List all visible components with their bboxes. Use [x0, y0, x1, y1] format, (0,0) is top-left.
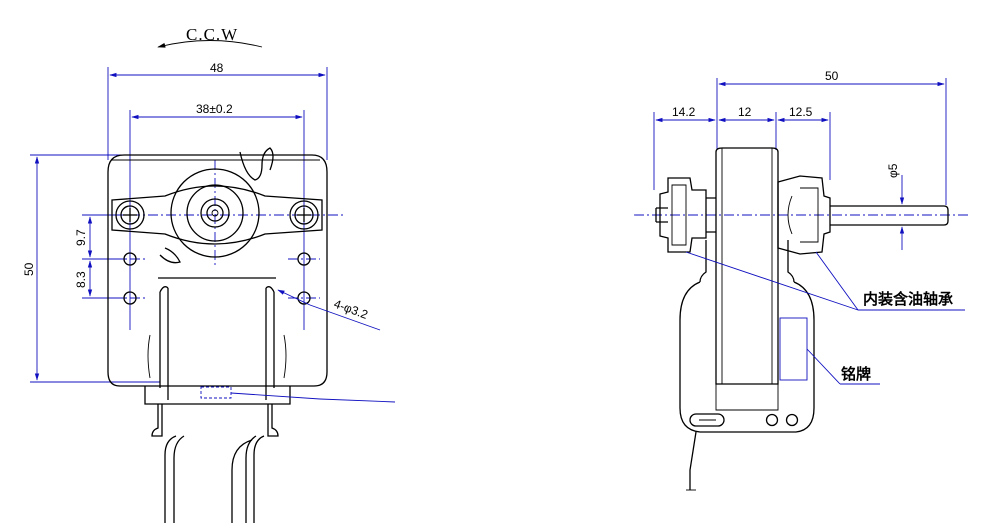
hole-spacing-dim: 38±0.2 [196, 102, 233, 116]
segment-1-dim: 14.2 [672, 105, 696, 119]
mount-hole-2 [297, 252, 311, 266]
width-dim: 48 [210, 61, 224, 75]
nameplate-label: 铭牌 [841, 365, 871, 383]
bearing-label: 内装含油轴承 [863, 290, 953, 308]
overall-length-dim: 50 [825, 69, 839, 83]
nameplate-rect [779, 317, 808, 381]
stator-stack [715, 147, 779, 385]
coil-housing [679, 281, 815, 433]
height-dim: 50 [22, 262, 36, 276]
motor-frame [107, 154, 328, 387]
rotation-label: C.C.W [186, 25, 238, 44]
mount-hole-3 [123, 291, 137, 305]
front-view: C.C.W 48 38±0.2 50 9.7 8.3 [22, 25, 396, 523]
mount-hole-1 [123, 252, 137, 266]
right-bearing [777, 175, 831, 255]
screw-left [115, 200, 145, 230]
screw-right [289, 200, 319, 230]
shaft-diameter-dim: φ5 [886, 163, 900, 178]
motor-shaft [830, 205, 949, 226]
left-bearing [659, 177, 707, 253]
mount-hole-4 [297, 291, 311, 305]
bearing-bracket [111, 185, 323, 245]
segment-3-dim: 12.5 [789, 105, 813, 119]
segment-2-dim: 12 [738, 105, 752, 119]
hole-callout: 4-φ3.2 [332, 297, 370, 322]
side-view: 50 14.2 12 12.5 φ5 [634, 69, 970, 491]
offset-dim-1: 9.7 [74, 229, 88, 246]
rotation-arrow [157, 40, 263, 48]
offset-dim-2: 8.3 [74, 271, 88, 288]
